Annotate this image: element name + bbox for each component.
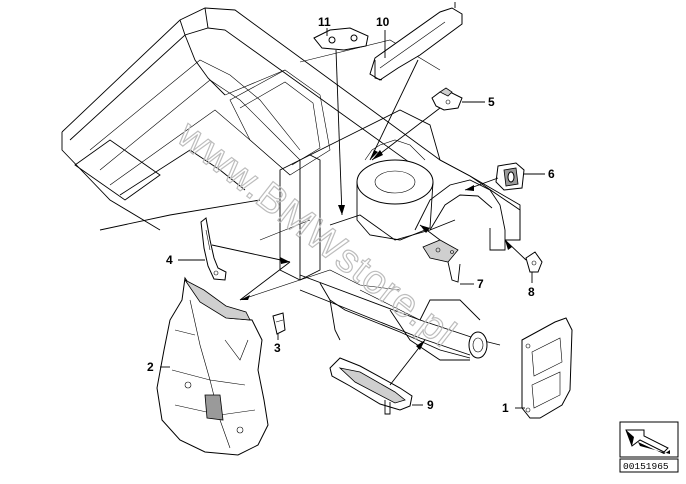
arrow-box-icon bbox=[619, 421, 679, 458]
leader-lines bbox=[160, 28, 545, 409]
part-1-plate bbox=[521, 317, 573, 419]
leader-arrowheads bbox=[240, 150, 512, 350]
callout-labels: 1 2 3 4 5 6 7 8 9 10 11 bbox=[147, 15, 555, 415]
callout-7: 7 bbox=[477, 277, 484, 291]
callout-5: 5 bbox=[488, 95, 495, 109]
callout-3: 3 bbox=[274, 341, 281, 355]
part-2-wheelhouse-panel bbox=[156, 276, 269, 456]
callout-4: 4 bbox=[166, 253, 173, 267]
longitudinal-member bbox=[299, 274, 501, 361]
callout-6: 6 bbox=[548, 167, 555, 181]
part-4-bracket bbox=[200, 217, 227, 281]
part-5-bracket bbox=[431, 87, 463, 111]
part-8-bracket bbox=[525, 251, 543, 273]
part-7-bracket bbox=[422, 239, 461, 283]
part-9-bracket bbox=[329, 357, 413, 415]
callout-1: 1 bbox=[502, 401, 509, 415]
callout-8: 8 bbox=[528, 285, 535, 299]
strut-tower bbox=[329, 139, 521, 251]
reference-box bbox=[619, 458, 679, 473]
part-11-bracket bbox=[313, 27, 369, 51]
callout-9: 9 bbox=[427, 398, 434, 412]
reference-number: 00151965 bbox=[623, 461, 669, 472]
callout-10: 10 bbox=[376, 15, 390, 29]
callout-2: 2 bbox=[147, 360, 154, 374]
part-10-bracket bbox=[369, 2, 463, 81]
part-3-clip bbox=[272, 312, 286, 335]
callout-11: 11 bbox=[318, 15, 331, 29]
part-6-mount bbox=[495, 162, 525, 191]
